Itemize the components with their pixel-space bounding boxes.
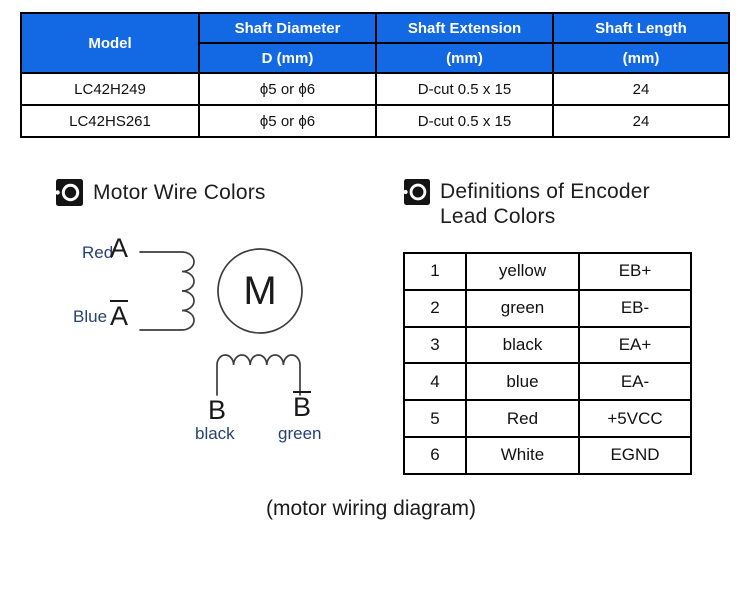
lead-color-cell: Red bbox=[465, 399, 580, 438]
wire-color-label-black: black bbox=[195, 424, 235, 443]
signal-cell: EB- bbox=[578, 288, 692, 328]
column-subheader-shaft-length: (mm) bbox=[552, 42, 730, 74]
pin-cell: 5 bbox=[403, 399, 467, 438]
model-cell: LC42H249 bbox=[20, 72, 200, 106]
table-row: 6 White EGND bbox=[403, 435, 692, 475]
signal-cell: EB+ bbox=[578, 252, 692, 291]
bullseye-logo-icon bbox=[401, 179, 430, 210]
lead-color-cell: yellow bbox=[465, 252, 580, 291]
pin-cell: 3 bbox=[403, 325, 467, 365]
bullseye-logo-icon bbox=[53, 179, 83, 211]
section-title-line2: Lead Colors bbox=[440, 205, 556, 228]
motor-wiring-diagram bbox=[139, 248, 303, 396]
table-row: 5 Red +5VCC bbox=[403, 399, 692, 438]
column-header-shaft-length: Shaft Length bbox=[552, 12, 730, 44]
shaft-extension-cell: D-cut 0.5 x 15 bbox=[375, 72, 554, 106]
section-title: Motor Wire Colors bbox=[93, 181, 266, 204]
shaft-length-cell: 24 bbox=[552, 104, 730, 138]
wire-color-label-green: green bbox=[278, 424, 322, 443]
shaft-length-cell: 24 bbox=[552, 72, 730, 106]
signal-cell: EGND bbox=[578, 435, 692, 475]
table-row: LC42H249 ϕ5 or ϕ6 D-cut 0.5 x 15 24 bbox=[20, 72, 730, 106]
encoder-lead-table: 1 yellow EB+ 2 green EB- 3 black EA+ 4 b… bbox=[403, 252, 692, 475]
column-header-model: Model bbox=[20, 12, 200, 74]
column-header-shaft-extension: Shaft Extension bbox=[375, 12, 554, 44]
spec-header-row-2: D (mm) (mm) (mm) bbox=[21, 42, 730, 74]
shaft-diameter-cell: ϕ5 or ϕ6 bbox=[198, 104, 377, 138]
terminal-label-a: A bbox=[110, 233, 129, 263]
column-subheader-shaft-extension: (mm) bbox=[375, 42, 554, 74]
shaft-spec-table: Model Shaft Diameter Shaft Extension Sha… bbox=[20, 12, 730, 138]
table-row: 4 blue EA- bbox=[403, 362, 692, 402]
wire-color-label-blue: Blue bbox=[73, 307, 108, 326]
encoder-lead-colors-heading: Definitions of Encoder Lead Colors bbox=[401, 179, 650, 229]
column-subheader-shaft-diameter: D (mm) bbox=[198, 42, 377, 74]
motor-circle bbox=[217, 248, 303, 334]
terminal-label-b: B bbox=[208, 395, 227, 425]
lead-color-cell: black bbox=[465, 325, 580, 365]
lead-color-cell: White bbox=[465, 435, 580, 475]
motor-symbol: M bbox=[243, 268, 277, 313]
figure-caption: (motor wiring diagram) bbox=[265, 497, 477, 520]
table-row: 2 green EB- bbox=[403, 288, 692, 328]
table-row: LC42HS261 ϕ5 or ϕ6 D-cut 0.5 x 15 24 bbox=[20, 104, 730, 138]
signal-cell: EA+ bbox=[578, 325, 692, 365]
phase-b-coil bbox=[216, 354, 301, 396]
signal-cell: EA- bbox=[578, 362, 692, 402]
pin-cell: 4 bbox=[403, 362, 467, 402]
motor-wire-colors-heading: Motor Wire Colors bbox=[53, 179, 266, 211]
spec-header-row-1: Model Shaft Diameter Shaft Extension Sha… bbox=[20, 12, 730, 74]
shaft-diameter-cell: ϕ5 or ϕ6 bbox=[198, 72, 377, 106]
table-row: 1 yellow EB+ bbox=[403, 252, 692, 291]
shaft-extension-cell: D-cut 0.5 x 15 bbox=[375, 104, 554, 138]
table-row: 3 black EA+ bbox=[403, 325, 692, 365]
pin-cell: 1 bbox=[403, 252, 467, 291]
section-title-line1: Definitions of Encoder bbox=[440, 180, 650, 203]
wire-color-label-red: Red bbox=[82, 243, 114, 262]
signal-cell: +5VCC bbox=[578, 399, 692, 438]
pin-cell: 2 bbox=[403, 288, 467, 328]
pin-cell: 6 bbox=[403, 435, 467, 475]
lead-color-cell: green bbox=[465, 288, 580, 328]
model-cell: LC42HS261 bbox=[20, 104, 200, 138]
lead-color-cell: blue bbox=[465, 362, 580, 402]
phase-a-coil bbox=[139, 251, 195, 331]
column-header-shaft-diameter: Shaft Diameter bbox=[198, 12, 377, 44]
terminal-label-a-bar: A bbox=[110, 300, 129, 331]
terminal-label-b-bar: B bbox=[293, 391, 312, 422]
